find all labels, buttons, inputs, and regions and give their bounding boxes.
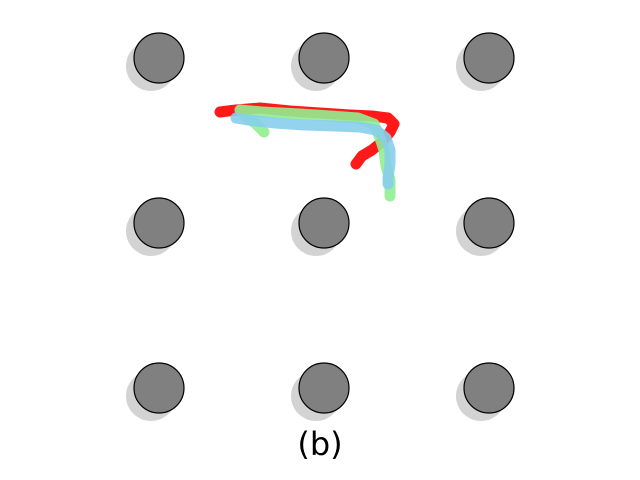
- node-1-2: [463, 197, 515, 249]
- trajectory-blue: [230, 112, 396, 190]
- node-1-0: [133, 197, 185, 249]
- node-0-0: [133, 32, 185, 84]
- node-0-2: [463, 32, 515, 84]
- node-2-1: [298, 362, 350, 414]
- node-2-2: [463, 362, 515, 414]
- node-2-0: [133, 362, 185, 414]
- trajectories: [214, 102, 400, 202]
- node-grid: [133, 32, 515, 414]
- node-0-1: [298, 32, 350, 84]
- node-1-1: [298, 197, 350, 249]
- figure-caption: (b): [297, 425, 342, 463]
